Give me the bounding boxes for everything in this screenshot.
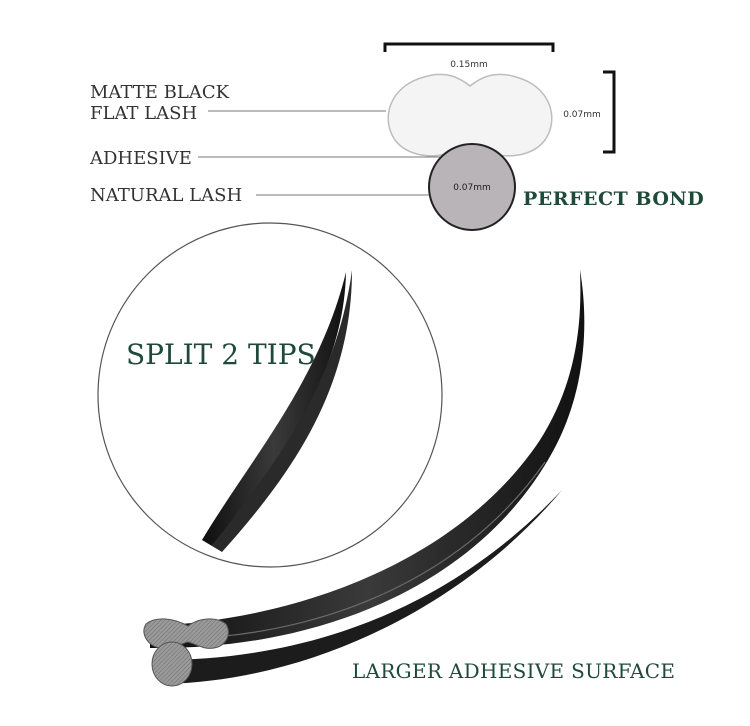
width-dimension-label: 0.15mm — [450, 60, 488, 70]
width-dimension: 0.15mm — [383, 42, 555, 70]
lash-strand-upper — [150, 270, 585, 649]
adhesive-label: ADHESIVE — [89, 148, 192, 169]
lash-strand-highlight — [199, 461, 546, 639]
natural-lash-cross-section — [428, 143, 516, 231]
magnifier-circle — [97, 222, 443, 568]
matte-black-label-line1: MATTE BLACK — [90, 82, 230, 103]
split-tip-left — [202, 272, 346, 546]
matte-black-label-line2: FLAT LASH — [90, 103, 197, 124]
height-dimension: 0.07mm — [563, 70, 616, 154]
height-dimension-label: 0.07mm — [563, 110, 601, 120]
larger-adhesive-label: LARGER ADHESIVE SURFACE — [352, 659, 675, 683]
lash-strand-lower — [160, 490, 562, 684]
split-tips-label: SPLIT 2 TIPS — [126, 338, 316, 371]
natural-lash-end — [151, 641, 193, 687]
perfect-bond-label: PERFECT BOND — [523, 188, 704, 210]
natural-lash-label: NATURAL LASH — [90, 185, 242, 206]
natural-lash-diameter-label: 0.07mm — [453, 183, 491, 193]
